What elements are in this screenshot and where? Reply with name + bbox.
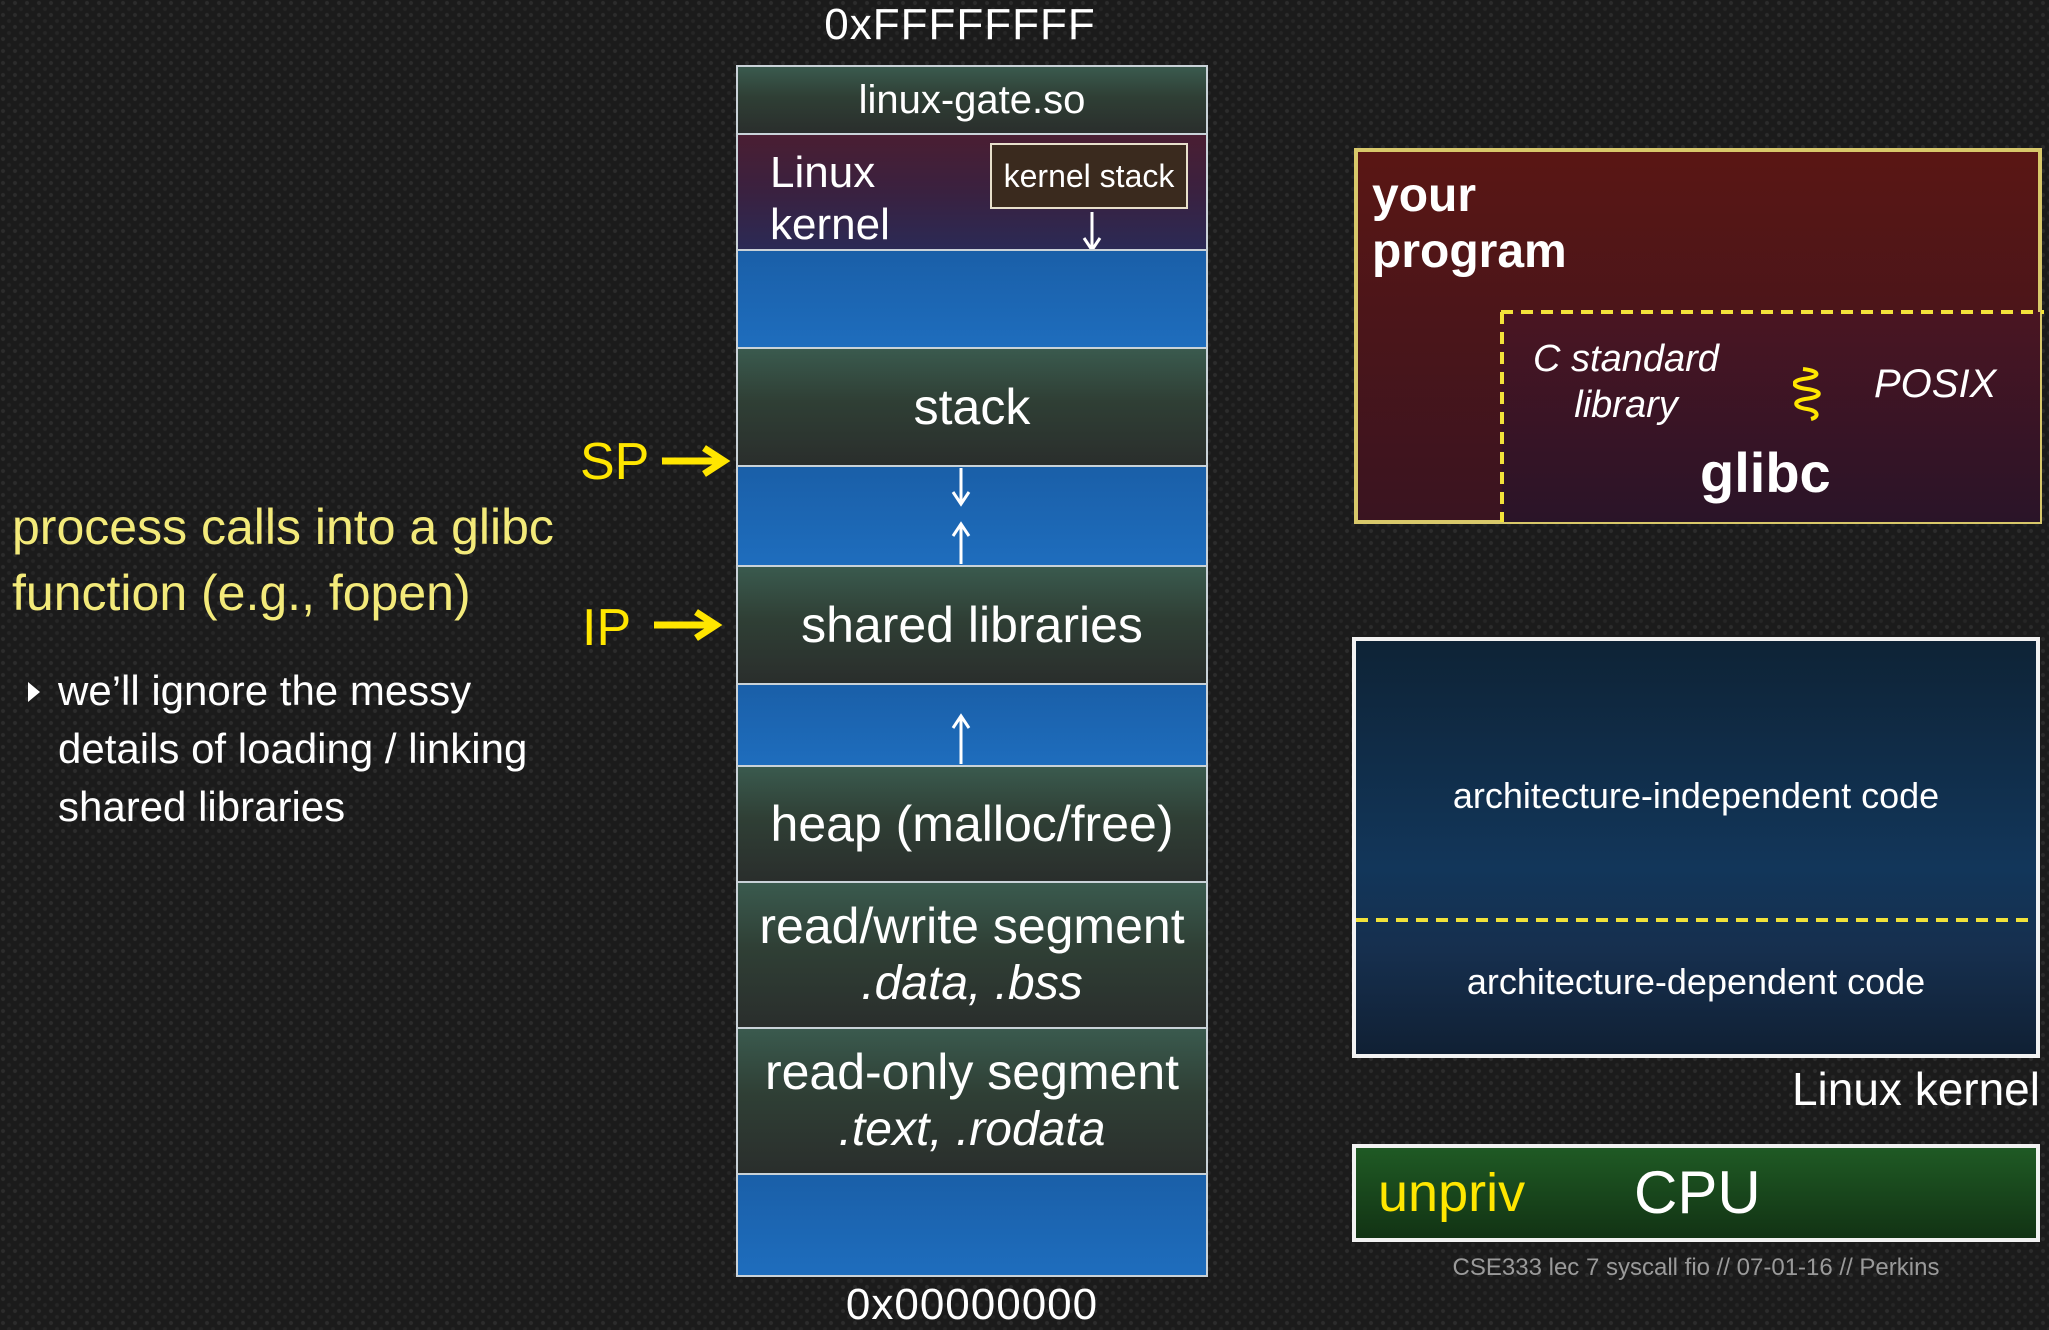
ro-segment: read-only segment .text, .rodata xyxy=(736,1027,1208,1175)
kernel-stack-label: kernel stack xyxy=(1003,157,1175,194)
cpu-label: CPU xyxy=(1634,1159,1761,1226)
kernel-dashed-divider xyxy=(1356,918,2036,922)
your-program-label: your program xyxy=(1372,169,1567,278)
rw-segment: read/write segment .data, .bss xyxy=(736,881,1208,1029)
bullet-triangle-icon xyxy=(28,682,40,702)
unmapped-region-bottom xyxy=(736,1173,1208,1277)
sp-arrow-icon xyxy=(662,445,731,477)
stack-gap-region xyxy=(736,465,1208,567)
sp-label: SP xyxy=(580,433,650,491)
bullet-text: we’ll ignore the messy details of loadin… xyxy=(58,667,528,830)
stack-growth-arrows-icon xyxy=(951,468,971,564)
ro-segment-label: read-only segment xyxy=(764,1044,1180,1100)
c-standard-library-label: C standard library xyxy=(1533,338,1719,426)
linux-gate-segment: linux-gate.so xyxy=(736,65,1208,135)
linux-kernel-box: architecture-independent code architectu… xyxy=(1352,637,2040,1058)
bottom-address-label: 0x00000000 xyxy=(845,1280,1099,1329)
glibc-label: glibc xyxy=(1700,441,1831,504)
top-address-label: 0xFFFFFFFF xyxy=(824,0,1096,49)
arch-dependent-label: architecture-dependent code xyxy=(1466,961,1926,1002)
shared-libraries-label: shared libraries xyxy=(801,597,1143,653)
stack-label: stack xyxy=(913,379,1031,435)
squiggle-icon xyxy=(1793,367,1821,421)
posix-label: POSIX xyxy=(1874,362,1997,406)
linux-kernel-label: Linux kernel xyxy=(770,148,890,249)
ip-arrow-icon xyxy=(654,609,723,641)
shared-libraries-segment: shared libraries xyxy=(736,565,1208,685)
slide-heading: process calls into a glibc function (e.g… xyxy=(12,499,554,621)
ip-label: IP xyxy=(582,599,632,657)
cpu-mode-label: unpriv xyxy=(1378,1163,1526,1223)
rw-sections-label: .data, .bss xyxy=(861,957,1083,1010)
heap-growth-arrow-icon xyxy=(951,713,971,764)
heap-label: heap (malloc/free) xyxy=(770,796,1174,852)
ro-sections-label: .text, .rodata xyxy=(838,1103,1106,1156)
heap-gap-region xyxy=(736,683,1208,767)
linux-kernel-caption: Linux kernel xyxy=(1791,1063,2040,1115)
glibc-dashed-border xyxy=(1500,310,2044,522)
cpu-box: unpriv CPU xyxy=(1352,1144,2040,1242)
footer-caption: CSE333 lec 7 syscall fio // 07-01-16 // … xyxy=(1452,1254,1940,1281)
unmapped-region-top xyxy=(736,249,1208,349)
linux-gate-label: linux-gate.so xyxy=(858,78,1086,122)
arch-independent-label: architecture-independent code xyxy=(1452,775,1940,816)
kernel-stack-box: kernel stack xyxy=(990,143,1188,209)
stack-segment: stack xyxy=(736,347,1208,467)
rw-segment-label: read/write segment xyxy=(759,898,1185,954)
glibc-box xyxy=(1502,312,2040,522)
heap-segment: heap (malloc/free) xyxy=(736,765,1208,883)
